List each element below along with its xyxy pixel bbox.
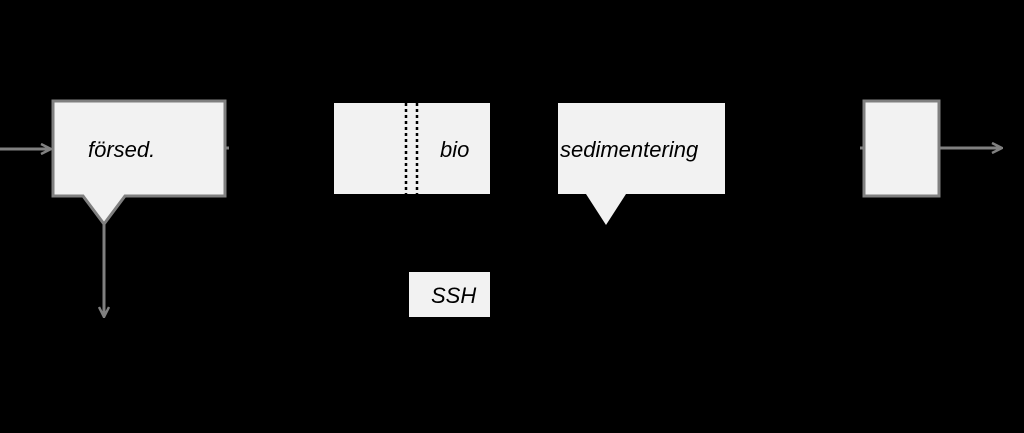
forsed-box [51,99,227,227]
bio-box [334,103,490,194]
bio-label: bio [440,137,469,162]
final-box [862,99,941,198]
forsed-label: försed. [88,137,155,162]
sedimentering-box [558,103,725,225]
sedimentering-label: sedimentering [560,137,699,162]
ssh-box [409,272,490,317]
ssh-label: SSH [431,283,476,308]
